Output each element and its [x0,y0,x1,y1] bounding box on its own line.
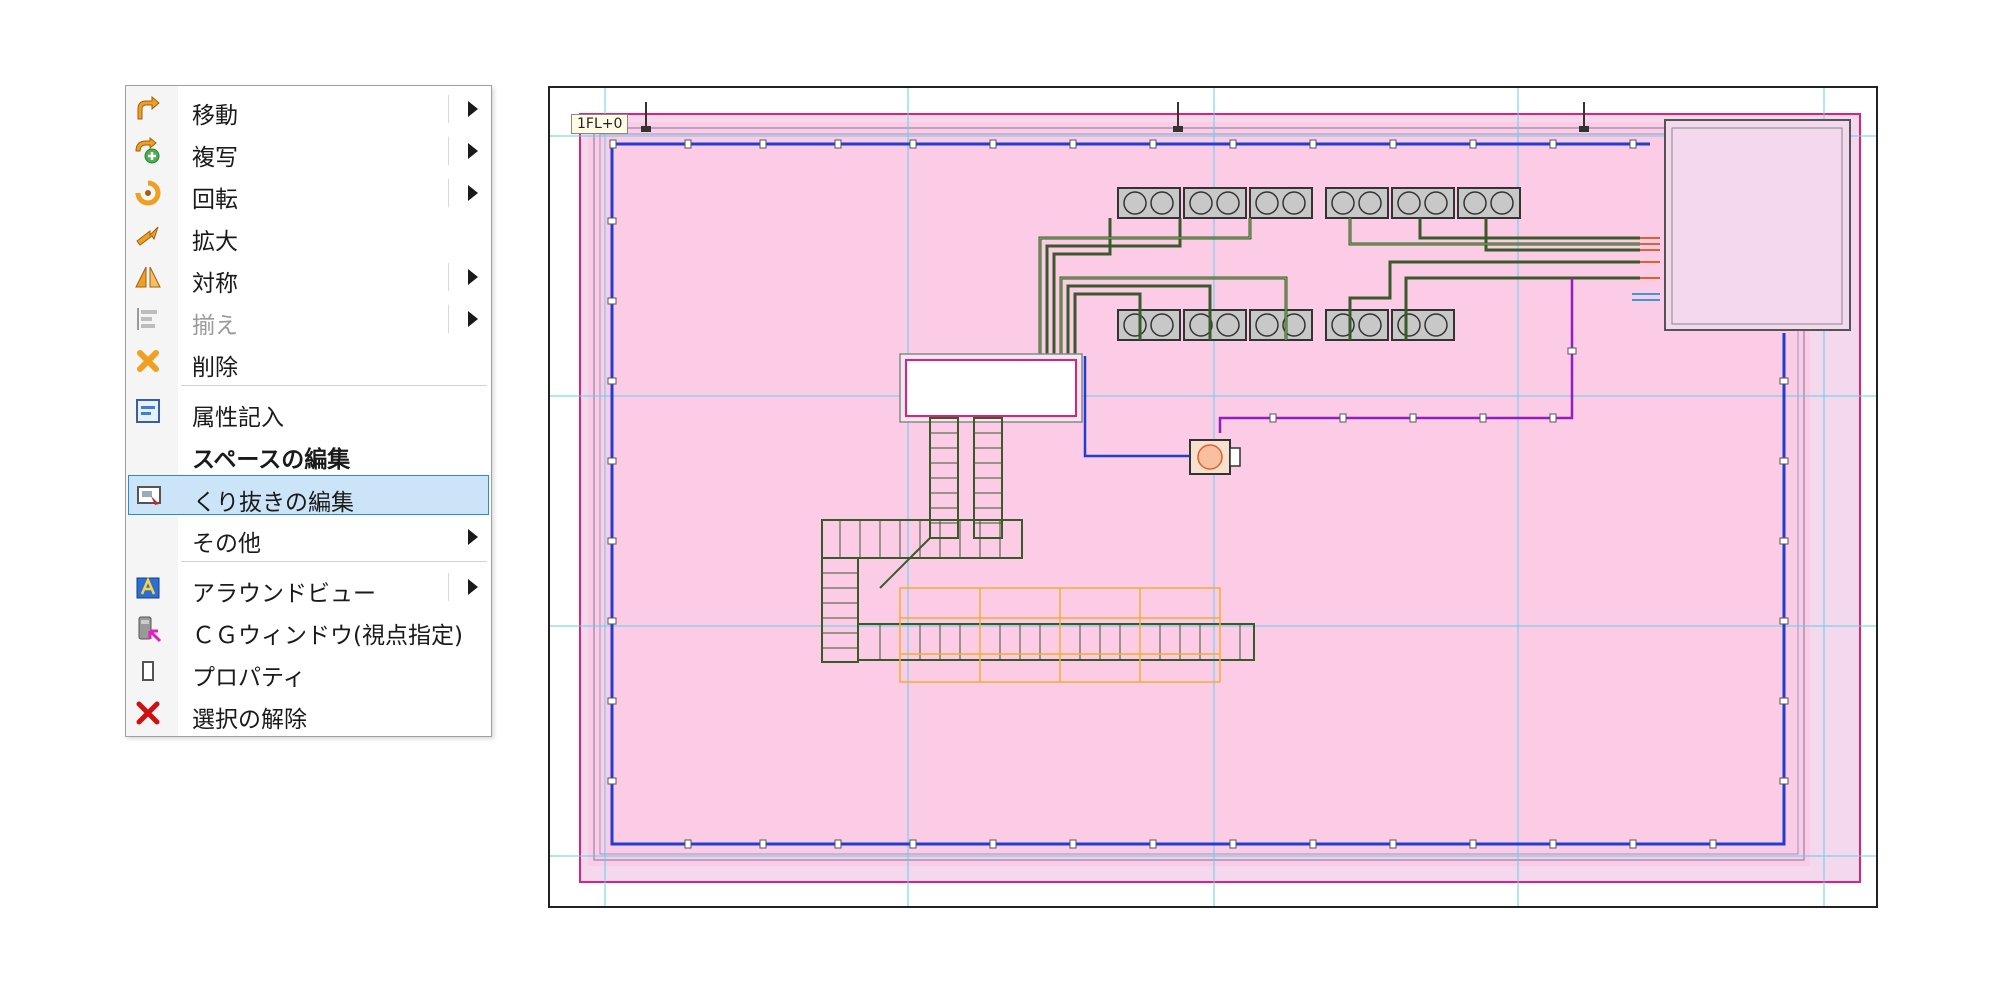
submenu-arrow-icon [468,269,478,285]
menu-item-label: その他 [192,531,261,557]
equipment-fans-top [1123,191,1514,215]
align-icon [134,305,162,333]
submenu-separator [448,179,449,207]
menu-item-scale[interactable]: 拡大 [128,215,489,255]
menu-item-deselect[interactable]: 選択の解除 [128,693,489,733]
menu-item-rotate[interactable]: 回転 [128,173,489,213]
submenu-separator [448,95,449,123]
menu-item-label: ＣＧウィンドウ(視点指定) [192,623,463,649]
scale-icon [134,221,162,249]
attribute-icon [134,397,162,425]
pump-impeller [1197,444,1223,470]
submenu-arrow-icon [468,185,478,201]
orange-connectors [1640,237,1660,279]
cad-drawing-view[interactable]: 1FL+0 [548,86,1878,908]
move-arrow-icon [134,95,162,123]
copy-icon [134,137,162,165]
around-view-icon [134,573,162,601]
menu-item-other[interactable]: その他 [128,517,489,557]
perimeter-duct [610,142,1786,846]
top-post-caps [641,126,1589,132]
menu-item-label: プロパティ [192,665,306,691]
cutout-inner [905,359,1077,417]
deselect-icon [134,699,162,727]
properties-icon [134,657,162,685]
menu-item-label: 選択の解除 [192,707,307,733]
submenu-separator [448,137,449,165]
submenu-arrow-icon [468,101,478,117]
menu-item-copy[interactable]: 複写 [128,131,489,171]
menu-item-edit-space[interactable]: スペースの編集 [128,433,489,473]
menu-item-edit-cutout[interactable]: くり抜きの編集 [128,475,489,516]
cutout-edit-icon [135,482,163,510]
orange-cable-zone [899,587,1221,683]
menu-item-mirror[interactable]: 対称 [128,257,489,297]
menu-item-label: 回転 [192,187,238,213]
submenu-arrow-icon [468,529,478,545]
duct-hangers [607,139,1789,849]
mirror-icon [134,263,162,291]
menu-item-label: 拡大 [192,229,238,255]
menu-item-label: 複写 [192,145,238,171]
cable-tray-rungs [822,432,1241,660]
context-menu: 移動 複写 回転 拡大 対称 揃え [125,85,492,737]
room-inner-wall [593,127,1805,861]
delete-icon [134,347,162,375]
menu-item-label: アラウンドビュー [192,581,376,607]
submenu-separator [448,305,449,333]
menu-item-label: 揃え [192,313,238,339]
menu-item-label: スペースの編集 [192,447,351,473]
machine-room [1664,119,1851,331]
menu-item-label: くり抜きの編集 [193,490,354,516]
blue-connectors [1632,293,1660,301]
room-inner-wall-2 [599,133,1799,855]
room-fill [588,122,1810,866]
menu-item-label: 属性記入 [192,405,284,431]
cg-window-icon [134,615,162,643]
menu-item-label: 対称 [192,271,238,297]
submenu-arrow-icon [468,311,478,327]
menu-separator [181,561,487,562]
menu-item-align[interactable]: 揃え [128,299,489,339]
menu-item-cg-window[interactable]: ＣＧウィンドウ(視点指定) [128,609,489,649]
submenu-arrow-icon [468,579,478,595]
menu-separator [181,385,487,386]
menu-item-around-view[interactable]: アラウンドビュー [128,567,489,607]
equipment-fans-bottom [1123,313,1448,337]
floor-plan-canvas[interactable] [550,88,1876,906]
water-pipe [1083,356,1190,458]
refrigerant-pipes-highlight [1039,218,1640,413]
menu-item-label: 移動 [192,103,238,129]
menu-item-delete[interactable]: 削除 [128,341,489,381]
menu-item-properties[interactable]: プロパティ [128,651,489,691]
menu-item-attribute-entry[interactable]: 属性記入 [128,391,489,431]
submenu-separator [448,263,449,291]
top-posts [645,102,1585,128]
submenu-arrow-icon [468,143,478,159]
purple-pipe-hangers [1269,347,1577,423]
equipment-row-bottom [1117,309,1455,341]
menu-item-label: 削除 [192,355,238,381]
submenu-separator [448,573,449,601]
equipment-row-top [1117,187,1521,219]
menu-item-move[interactable]: 移動 [128,89,489,129]
rotate-icon [134,179,162,207]
floor-level-label: 1FL+0 [571,114,629,134]
